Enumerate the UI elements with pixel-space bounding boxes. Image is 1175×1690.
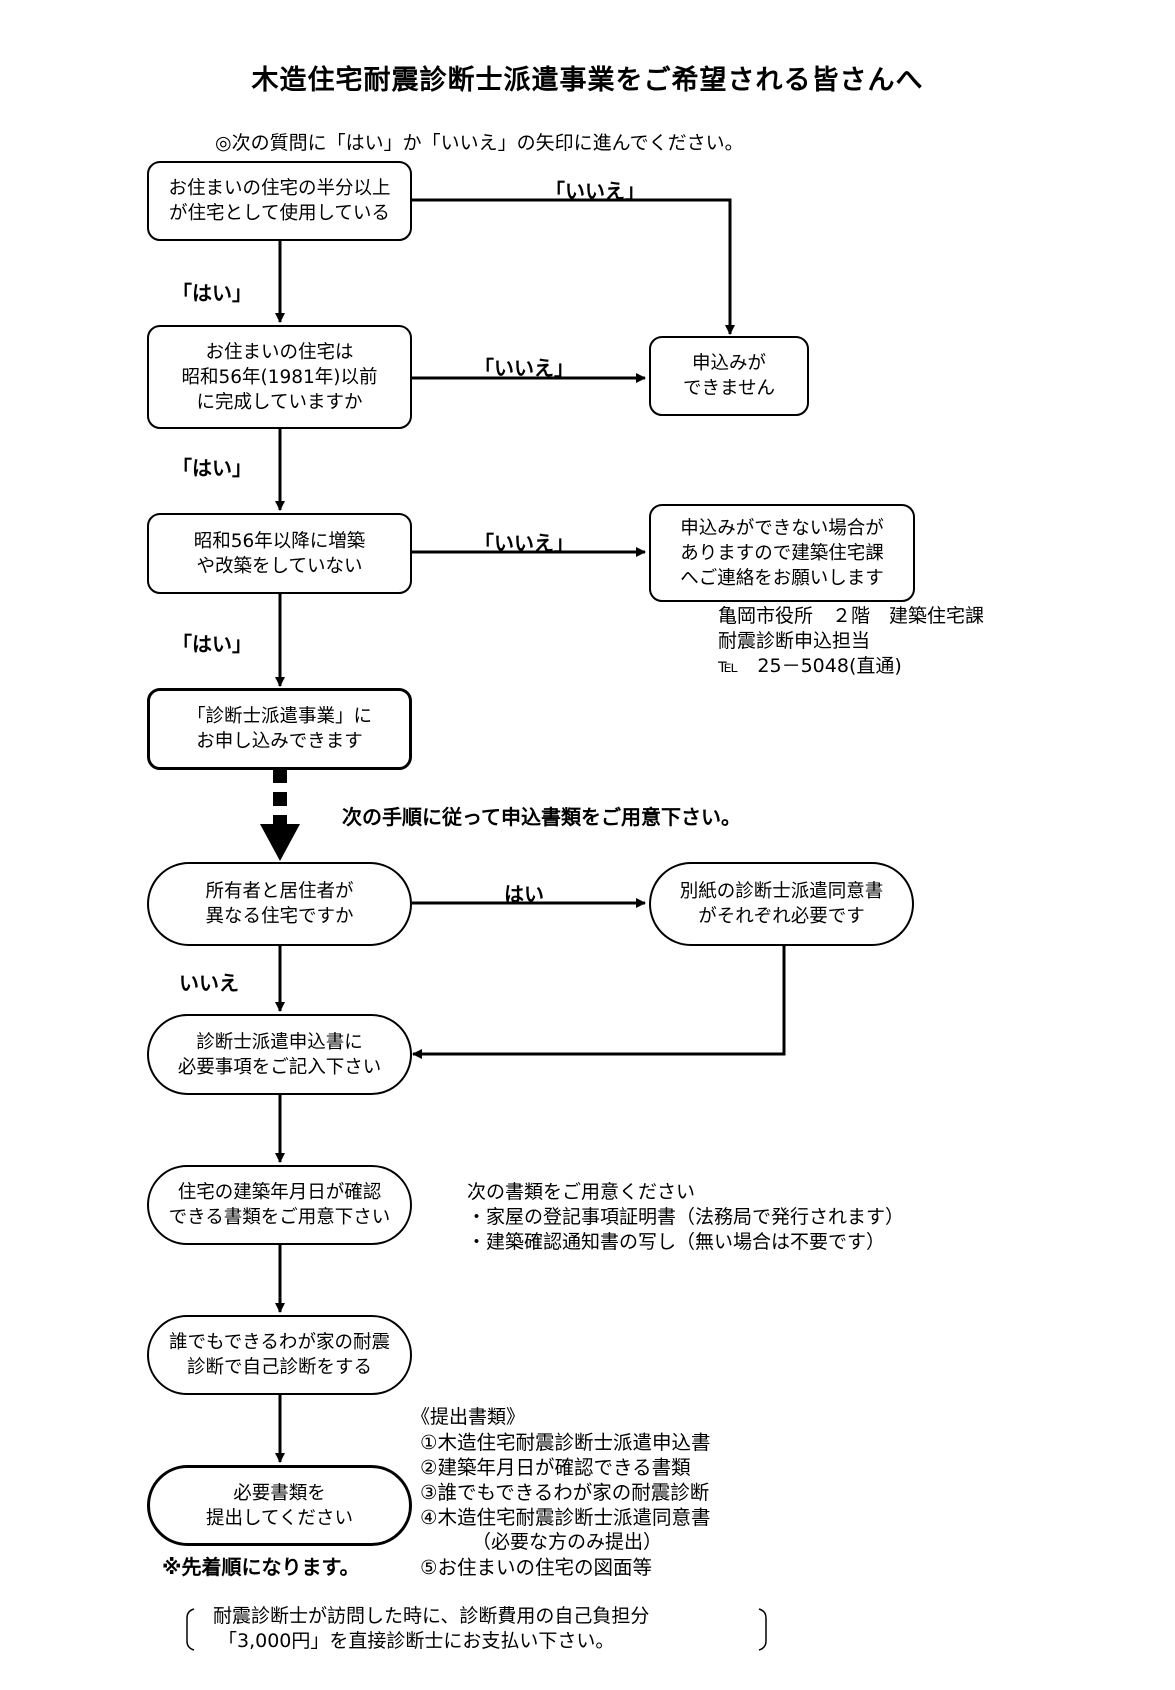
question-half-residential: お住まいの住宅の半分以上 が住宅として使用している (147, 161, 412, 241)
contact-tel: ℡ 25－5048(直通) (718, 655, 902, 677)
label-yes-q3: 「はい」 (172, 632, 252, 656)
label-no-q3: 「いいえ」 (474, 531, 574, 555)
submission-item-4-note: （必要な方のみ提出） (472, 1531, 663, 1553)
step-submit-documents: 必要書類を 提出してください (147, 1465, 412, 1546)
page-title: 木造住宅耐震診断士派遣事業をご希望される皆さんへ (251, 65, 924, 96)
step-consent-form: 別紙の診断士派遣同意書 がそれぞれ必要です (649, 862, 914, 946)
label-no-q1: 「いいえ」 (545, 179, 645, 203)
submission-heading: 《提出書類》 (411, 1406, 526, 1428)
submission-item-1: ①木造住宅耐震診断士派遣申込書 (420, 1431, 711, 1454)
label-yes-s1: はい (504, 882, 544, 906)
label-yes-q1: 「はい」 (172, 281, 252, 305)
step-self-diagnosis: 誰でもできるわが家の耐震 診断で自己診断をする (147, 1315, 412, 1395)
result-can-apply: 「診断士派遣事業」に お申し込みできます (147, 688, 412, 770)
first-come-note: ※先着順になります。 (162, 1555, 360, 1579)
step-fill-application: 診断士派遣申込書に 必要事項をご記入下さい (147, 1014, 412, 1095)
submission-item-4: ④木造住宅耐震診断士派遣同意書 (420, 1506, 711, 1529)
label-no-q2: 「いいえ」 (474, 356, 574, 380)
submission-item-5: ⑤お住まいの住宅の図面等 (420, 1556, 652, 1579)
documents-heading: 次の書類をご用意ください (467, 1181, 696, 1203)
question-no-extension: 昭和56年以降に増築 や改築をしていない (147, 513, 412, 594)
instruction-text: ◎次の質問に「はい」か「いいえ」の矢印に進んでください。 (215, 132, 744, 154)
contact-dept: 耐震診断申込担当 (718, 630, 871, 652)
documents-item-1: ・家屋の登記事項証明書（法務局で発行されます） (467, 1206, 905, 1228)
arrow-side-s2 (412, 945, 786, 1059)
label-yes-q2: 「はい」 (172, 456, 252, 480)
documents-item-2: ・建築確認通知書の写し（無い場合は不要です） (467, 1231, 886, 1253)
result-cannot-apply: 申込みが できません (649, 336, 809, 416)
fee-brackets (186, 1608, 767, 1651)
next-steps-heading: 次の手順に従って申込書類をご用意下さい。 (342, 805, 741, 829)
label-no-s1: いいえ (179, 971, 239, 995)
fee-note-line-2: 「3,000円」を直接診断士にお支払い下さい。 (218, 1630, 615, 1652)
fee-note-line-1: 耐震診断士が訪問した時に、診断費用の自己負担分 (213, 1605, 650, 1627)
result-contact-office: 申込みができない場合が ありますので建築住宅課 へご連絡をお願いします (649, 504, 915, 602)
submission-item-3: ③誰でもできるわが家の耐震診断 (420, 1481, 710, 1504)
submission-item-2: ②建築年月日が確認できる書類 (420, 1456, 691, 1479)
contact-office: 亀岡市役所 ２階 建築住宅課 (718, 605, 985, 627)
question-built-before-1981: お住まいの住宅は 昭和56年(1981年)以前 に完成していますか (147, 325, 412, 429)
dashed-down-arrow (260, 769, 300, 861)
step-prepare-build-date-docs: 住宅の建築年月日が確認 できる書類をご用意下さい (147, 1165, 412, 1245)
arrow-q1-no (412, 198, 735, 335)
step-owner-differs: 所有者と居住者が 異なる住宅ですか (147, 862, 412, 946)
